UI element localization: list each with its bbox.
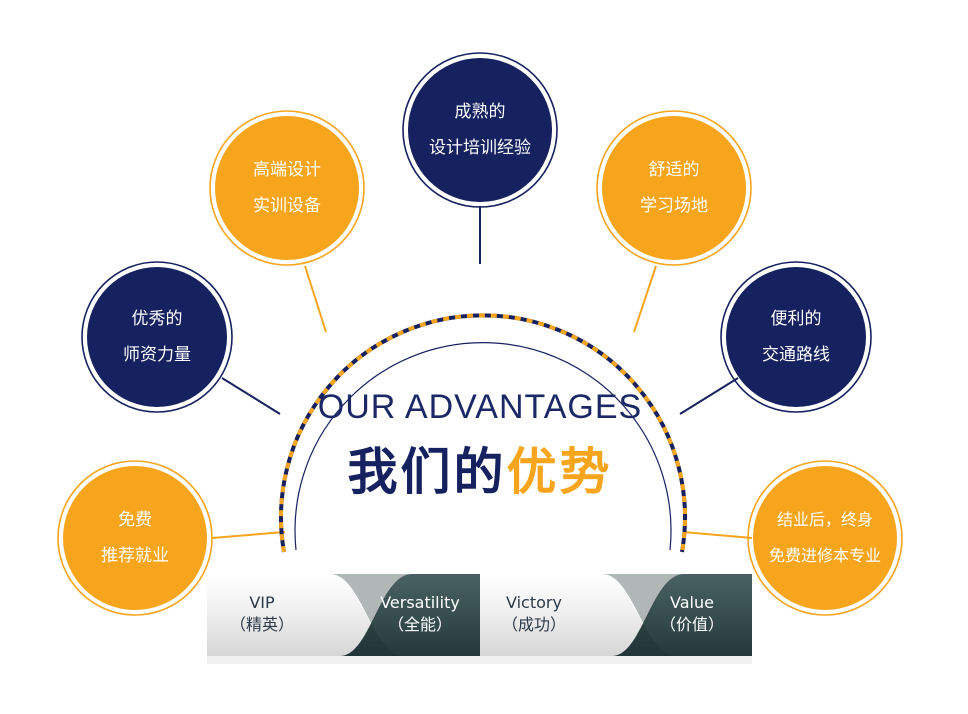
advantage-line1: 舒适的 — [648, 160, 700, 180]
ribbon-title: VIP — [249, 593, 275, 612]
advantage-bubble-job-referral: 免费 推荐就业 — [63, 466, 207, 610]
advantage-bubble-teachers: 优秀的 师资力量 — [87, 267, 227, 407]
connector-line-7 — [682, 531, 753, 539]
central-arc-dashes — [279, 313, 687, 553]
bubble-rings — [57, 52, 903, 616]
headline-chinese-dark: 我们的 — [347, 443, 507, 501]
advantage-line2: 学习场地 — [640, 196, 708, 216]
ribbon-title: Versatility — [380, 593, 460, 612]
connector-line-2 — [221, 377, 281, 415]
ribbon-subtitle: （精英） — [229, 615, 294, 634]
ribbon-label-vip: VIP （精英） — [207, 592, 317, 636]
advantage-line2: 推荐就业 — [101, 546, 169, 566]
bubble-ring — [81, 261, 233, 413]
ribbon-title: Value — [670, 593, 714, 612]
advantage-bubble-equipment: 高端设计 实训设备 — [215, 116, 359, 260]
advantage-line2: 免费进修本专业 — [768, 546, 881, 565]
advantage-line2: 设计培训经验 — [429, 138, 531, 158]
advantage-bubble-experience: 成熟的 设计培训经验 — [408, 58, 552, 202]
connector-line-5 — [633, 265, 657, 333]
connector-line-1 — [211, 531, 286, 539]
advantage-line1: 高端设计 — [253, 160, 321, 180]
advantage-line1: 结业后，终身 — [776, 510, 873, 529]
ribbon-subtitle: （价值） — [659, 615, 724, 634]
advantage-bubble-transport: 便利的 交通路线 — [726, 267, 866, 407]
ribbon-label-versatility: Versatility （全能） — [370, 592, 470, 636]
ribbon — [207, 574, 752, 664]
bubble-ring — [209, 110, 365, 266]
ribbon-label-victory: Victory （成功） — [486, 592, 582, 636]
bubble-ring — [720, 261, 872, 413]
inner-arc — [294, 342, 672, 551]
advantage-bubble-venue: 舒适的 学习场地 — [602, 116, 746, 260]
advantage-line1: 优秀的 — [131, 309, 183, 329]
connector-line-3 — [304, 265, 327, 333]
headline-chinese: 我们的优势 — [300, 432, 660, 504]
advantage-line2: 交通路线 — [762, 345, 830, 365]
bubble-ring — [596, 110, 752, 266]
advantage-line1: 免费 — [118, 510, 152, 530]
advantage-line1: 成熟的 — [454, 102, 506, 122]
advantage-bubble-lifetime-study: 结业后，终身 免费进修本专业 — [753, 466, 897, 610]
ribbon-subtitle: （全能） — [387, 615, 452, 634]
connector-line-6 — [679, 377, 739, 415]
headline-chinese-accent: 优势 — [506, 443, 613, 501]
ribbon-title: Victory — [506, 593, 562, 612]
bubble-ring — [402, 52, 558, 208]
advantage-line2: 实训设备 — [253, 196, 321, 216]
advantage-line1: 便利的 — [770, 309, 822, 329]
bubble-ring — [747, 460, 903, 616]
advantage-line2: 师资力量 — [123, 345, 191, 365]
ribbon-subtitle: （成功） — [501, 615, 566, 634]
ribbon-label-value: Value （价值） — [642, 592, 742, 636]
bubble-ring — [57, 460, 213, 616]
headline-english: OUR ADVANTAGES — [317, 388, 643, 426]
